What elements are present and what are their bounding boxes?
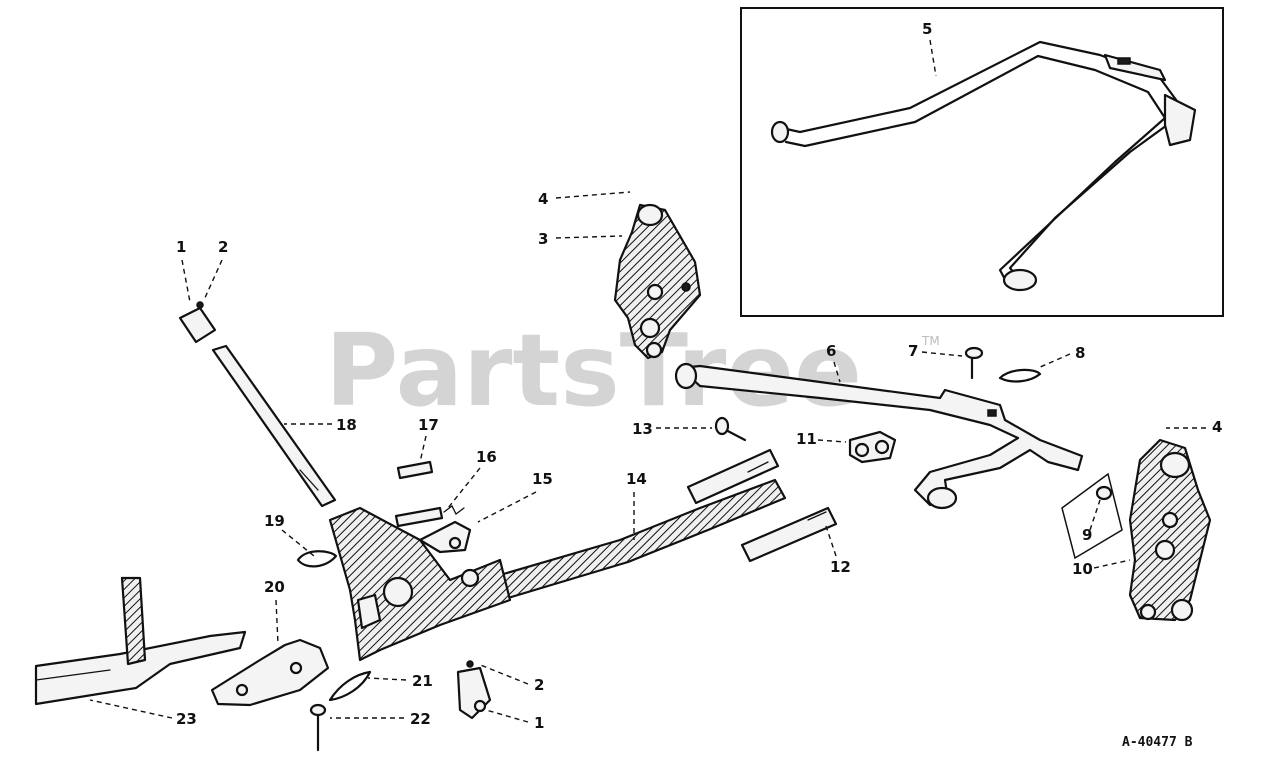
callout-label: 2 [534,676,544,694]
callout-label: 14 [626,470,647,488]
callout-11: 11 [796,430,847,448]
part-1-clamp-bottom [456,660,492,720]
callout-18: 18 [284,416,357,434]
part-3-bracket [613,203,702,360]
callout-label: 1 [176,238,186,256]
callout-13: 13 [632,420,712,438]
callout-15: 15 [477,470,553,523]
callout-1-bottom: 1 [485,709,544,732]
callout-label: 17 [418,416,439,434]
callout-label: 21 [412,672,433,690]
callout-7: 7 [908,342,963,360]
callout-8: 8 [1037,344,1085,369]
inset-box-part-5 [740,7,1224,317]
callout-label: 7 [908,342,918,360]
callout-19: 19 [264,512,315,557]
watermark-text: PartsTree [325,312,862,429]
callout-label: 19 [264,512,285,530]
callout-4-right: 4 [1166,418,1222,436]
callout-21: 21 [367,672,433,690]
part-22-pin [309,703,327,752]
callout-label: 9 [1082,526,1092,544]
part-10-bracket [1128,438,1212,622]
callout-14: 14 [626,470,647,540]
callout-label: 4 [538,190,548,208]
part-7-pin [964,346,984,380]
callout-22: 22 [330,710,431,728]
callout-label: 13 [632,420,653,438]
callout-17: 17 [418,416,439,463]
callout-label: 12 [830,558,851,576]
callout-label: 18 [336,416,357,434]
callout-10: 10 [1072,559,1131,578]
drawing-reference: A-40477 B [1122,735,1193,750]
part-21-cotter [328,670,372,702]
callout-1-top: 1 [176,238,191,303]
callout-label: 4 [1212,418,1222,436]
part-8-cotter [998,368,1042,383]
callout-label: 2 [218,238,228,256]
main-frame [328,506,512,662]
part-6-crossbar [674,362,1084,510]
callout-label: 6 [826,342,836,360]
callout-label: 22 [410,710,431,728]
part-17-pin [396,460,434,480]
callout-label: 3 [538,230,548,248]
part-12-straps [686,448,838,563]
part-9-fitting [1061,472,1123,560]
callout-12: 12 [825,525,851,576]
part-23-drawbar [34,576,247,706]
callout-label: 16 [476,448,497,466]
callout-9: 9 [1082,499,1101,544]
callout-label: 23 [176,710,197,728]
callout-2-bottom: 2 [477,663,544,694]
callout-label: 10 [1072,560,1093,578]
callout-3: 3 [538,230,623,248]
callout-4-top: 4 [538,190,631,208]
callout-23: 23 [89,699,197,728]
part-20-bracket [210,638,330,707]
part-15-latch [418,520,472,554]
part-11-clevis [848,430,897,464]
callout-label: 15 [532,470,553,488]
part-19-cotter [296,550,338,568]
callout-16: 16 [447,448,497,509]
callout-2-top: 2 [203,238,228,301]
callout-label: 1 [534,714,544,732]
callout-label: 8 [1075,344,1085,362]
part-13-bolt [714,416,747,442]
callout-label: 11 [796,430,817,448]
callout-label: 5 [922,20,932,38]
callouts: 1 2 4 3 5 6 7 8 [89,20,1222,732]
part-14-rack [498,478,787,600]
callout-6: 6 [826,342,841,383]
part-16-spring [394,505,465,528]
callout-5: 5 [922,20,937,77]
callout-label: 20 [264,578,285,596]
callout-20: 20 [264,578,285,645]
part-18-rod [178,301,337,508]
watermark-trademark: TM [921,334,940,348]
